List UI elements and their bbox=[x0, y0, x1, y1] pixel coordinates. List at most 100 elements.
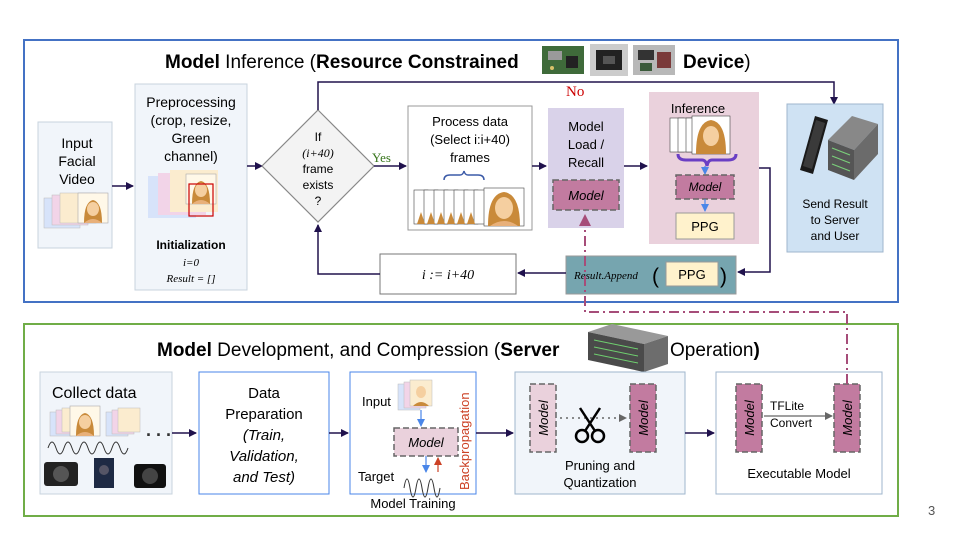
executable-label: Executable Model bbox=[747, 466, 850, 481]
target-signal-icon bbox=[403, 478, 441, 498]
pruning-label-1: Pruning and bbox=[565, 458, 635, 473]
increment-text: i := i+40 bbox=[422, 268, 474, 283]
append-paren-close: ) bbox=[720, 265, 727, 288]
decision-diamond bbox=[261, 109, 375, 223]
device-photo-3 bbox=[633, 45, 675, 75]
server-icon bbox=[828, 116, 878, 180]
development-panel bbox=[23, 323, 899, 517]
cropped-frames-icon bbox=[148, 170, 218, 218]
title-device: Device bbox=[683, 52, 744, 73]
inference-title: Model Inference (Resource Constrained bbox=[165, 52, 519, 73]
title-mid: Inference ( bbox=[220, 52, 317, 73]
input-video-label-2: Facial bbox=[58, 153, 95, 169]
more-dots: . . . bbox=[146, 420, 171, 440]
process-label-3: frames bbox=[450, 150, 490, 165]
inference-title-end: Device) bbox=[683, 52, 751, 73]
prep-label-5: and Test) bbox=[233, 469, 295, 486]
yes-label: Yes bbox=[372, 150, 391, 165]
init-i: i=0 bbox=[183, 257, 199, 269]
pruning-label-2: Quantization bbox=[564, 475, 637, 490]
preprocessing-label-4: channel) bbox=[164, 148, 218, 164]
preprocessing-label-1: Preprocessing bbox=[146, 94, 236, 110]
development-title: Model Development, and Compression (Serv… bbox=[157, 340, 560, 361]
prep-label-1: Data bbox=[248, 385, 280, 402]
dev-title-mid: Development, and Compression ( bbox=[212, 340, 501, 361]
backpropagation-label: Backpropagation bbox=[457, 392, 472, 490]
model-unpruned-text: Model bbox=[536, 399, 551, 436]
training-target-label: Target bbox=[358, 469, 395, 484]
model-block-load bbox=[552, 179, 620, 211]
device-photo-1 bbox=[542, 46, 584, 74]
development-title-end: Operation) bbox=[670, 340, 760, 361]
dev-title-operation: Operation bbox=[670, 340, 753, 361]
inference-panel bbox=[23, 39, 899, 303]
decision-line-1: If bbox=[315, 130, 322, 144]
model-block-pre-convert bbox=[735, 383, 763, 453]
inference-label: Inference bbox=[671, 101, 725, 116]
send-label-1: Send Result bbox=[802, 197, 868, 211]
prep-label-3: (Train, bbox=[243, 427, 285, 444]
preprocessing-label-2: (crop, resize, bbox=[151, 112, 232, 128]
input-video-label-3: Video bbox=[59, 171, 95, 187]
model-training-label: Model Training bbox=[370, 496, 455, 511]
ppg-output-text: PPG bbox=[691, 219, 718, 234]
append-ppg-text: PPG bbox=[678, 267, 705, 282]
send-label-2: to Server bbox=[811, 213, 860, 227]
phone-icon bbox=[800, 116, 828, 174]
prep-label-4: Validation, bbox=[229, 448, 299, 465]
dev-title-server: Server bbox=[500, 340, 560, 361]
model-load-text: Model bbox=[568, 188, 605, 203]
model-block-training bbox=[393, 427, 459, 457]
collected-frames-icon bbox=[49, 405, 141, 437]
decision-line-3: frame bbox=[303, 162, 334, 176]
model-inference-text: Model bbox=[689, 180, 722, 194]
model-block-converted bbox=[833, 383, 861, 453]
dev-title-model: Model bbox=[157, 340, 212, 361]
server-rack-photo bbox=[588, 324, 668, 372]
training-input-frames-icon bbox=[397, 379, 433, 411]
model-converted-text: Model bbox=[840, 399, 855, 436]
frame-strip bbox=[413, 187, 525, 227]
training-input-label: Input bbox=[362, 394, 391, 409]
decision-line-5: ? bbox=[315, 194, 322, 208]
title-resource: Resource Constrained bbox=[316, 52, 519, 73]
title-model: Model bbox=[165, 52, 220, 73]
input-video-label-1: Input bbox=[61, 135, 92, 151]
tflite-label-1: TFLite bbox=[770, 399, 804, 413]
model-load-label-1: Model bbox=[568, 119, 604, 134]
device-photo-2 bbox=[590, 44, 628, 76]
ppg-signal-icon bbox=[47, 441, 129, 455]
append-paren-open: ( bbox=[652, 265, 659, 288]
deploy-path bbox=[584, 223, 848, 384]
model-block-unpruned bbox=[529, 383, 557, 453]
model-block-inference bbox=[675, 174, 735, 200]
no-label: No bbox=[566, 84, 584, 100]
video-frames-icon bbox=[43, 192, 109, 229]
deploy-arrowhead bbox=[579, 214, 591, 226]
frame-selection-brace bbox=[443, 170, 485, 181]
model-block-pruned bbox=[629, 383, 657, 453]
scissors-icon bbox=[574, 407, 606, 444]
model-pre-convert-text: Model bbox=[742, 399, 757, 436]
append-ppg-box bbox=[665, 261, 719, 287]
initialization-title: Initialization bbox=[156, 238, 225, 252]
prep-label-2: Preparation bbox=[225, 406, 303, 423]
increment-box bbox=[379, 253, 517, 295]
ppg-output-box bbox=[675, 212, 735, 240]
decision-line-4: exists bbox=[303, 178, 334, 192]
camera-icons bbox=[44, 458, 166, 488]
model-load-label-3: Recall bbox=[568, 155, 604, 170]
model-pruned-text: Model bbox=[636, 399, 651, 436]
page-number: 3 bbox=[928, 503, 936, 518]
dev-title-close: ) bbox=[753, 340, 759, 361]
process-label-2: (Select i:i+40) bbox=[430, 132, 510, 147]
title-close: ) bbox=[744, 52, 750, 73]
model-load-label-2: Load / bbox=[568, 137, 605, 152]
init-result: Result = [] bbox=[166, 273, 216, 285]
collect-data-label: Collect data bbox=[52, 385, 137, 402]
result-append-text: Result.Append bbox=[573, 270, 638, 282]
inference-brace bbox=[676, 153, 738, 167]
decision-line-2: (i+40) bbox=[302, 146, 333, 160]
model-training-text: Model bbox=[408, 435, 445, 450]
